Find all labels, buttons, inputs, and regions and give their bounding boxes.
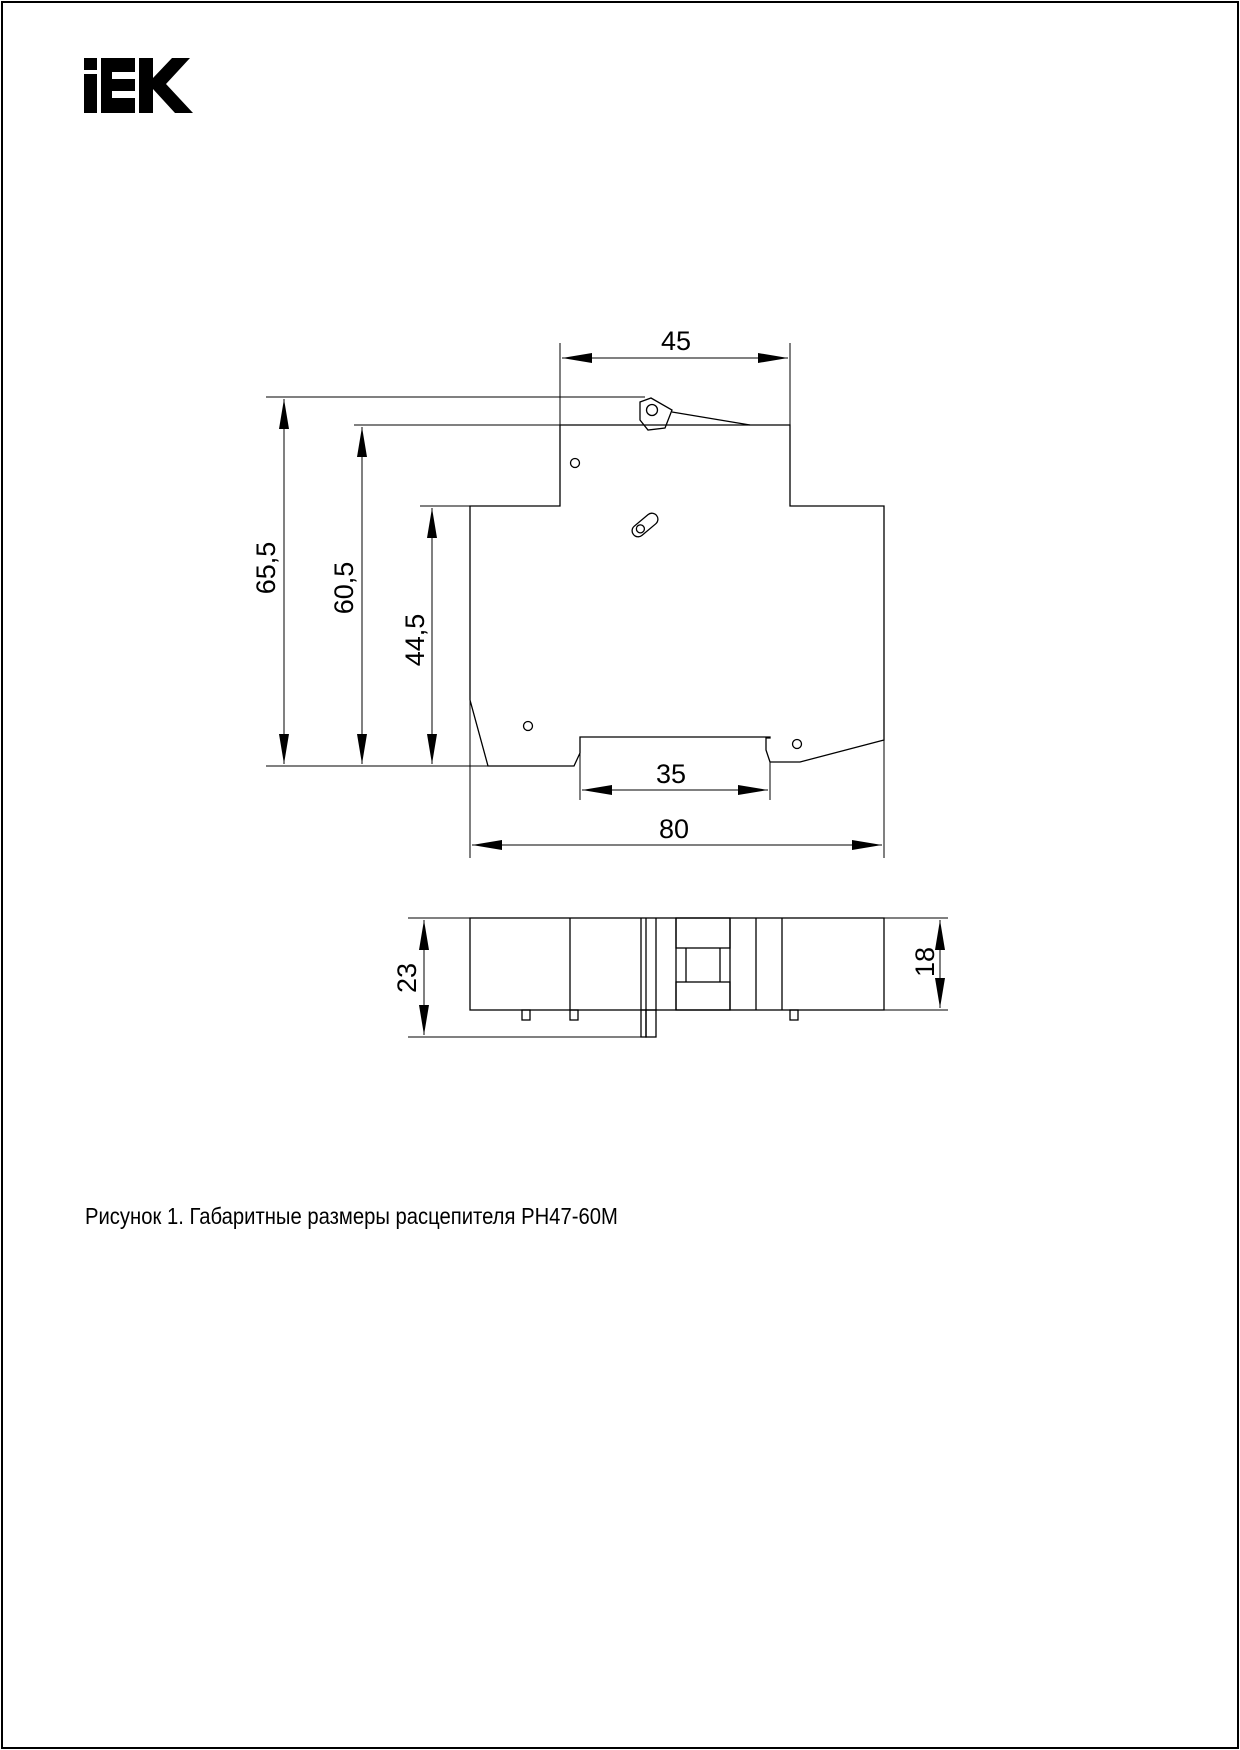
hole xyxy=(522,720,534,732)
hole xyxy=(791,738,803,750)
hole xyxy=(569,457,581,469)
dim-35-label: 35 xyxy=(656,759,686,789)
bottom-view xyxy=(469,917,885,1038)
iek-logo xyxy=(84,58,193,113)
side-view xyxy=(469,397,885,767)
dim-44-5-label: 44,5 xyxy=(400,614,430,667)
side-view-outline xyxy=(469,424,885,767)
dim-18-label: 18 xyxy=(910,947,940,977)
dim-45-label: 45 xyxy=(661,326,691,356)
dim-23-label: 23 xyxy=(392,963,422,993)
slot xyxy=(631,512,659,538)
lever xyxy=(639,397,673,431)
figure-caption: Рисунок 1. Габаритные размеры расцепител… xyxy=(85,1203,618,1229)
dim-80-label: 80 xyxy=(659,814,689,844)
side-view-dimensions xyxy=(266,343,885,858)
dim-60-5-label: 60,5 xyxy=(329,562,359,615)
bottom-view-outline xyxy=(469,917,885,1011)
bottom-view-dimensions xyxy=(408,917,948,1038)
dim-65-5-label: 65,5 xyxy=(251,542,281,595)
